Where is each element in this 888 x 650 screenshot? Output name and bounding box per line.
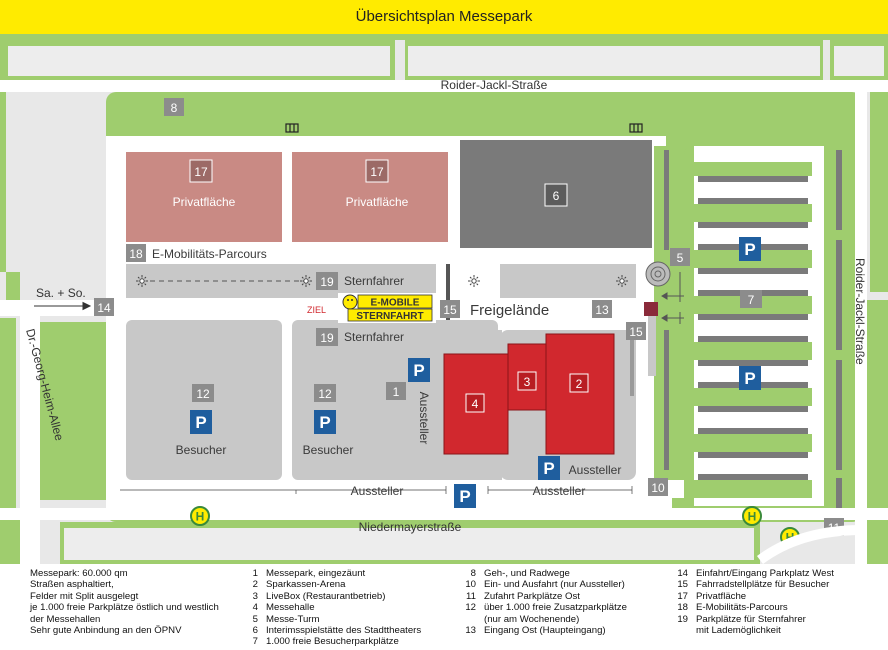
legend-info-line: je 1.000 freie Parkplätze östlich und we… <box>30 602 219 614</box>
privat-label-left: Privatfläche <box>173 195 236 209</box>
ziel-label: ZIEL <box>307 305 326 315</box>
area-19-number-bottom: 19 <box>320 331 334 345</box>
east-entrance-13-number: 13 <box>595 303 609 317</box>
site-map: P H <box>0 34 888 564</box>
emobility-label: E-Mobilitäts-Parcours <box>152 247 267 261</box>
area-12-number-left: 12 <box>196 387 210 401</box>
road-14-number: 14 <box>97 301 111 315</box>
besucher-label-left: Besucher <box>176 443 227 457</box>
legend-info-line: der Messehallen <box>30 613 101 625</box>
bike-parking-15-number: 15 <box>629 325 643 339</box>
street-bottom-label: Niedermayerstraße <box>359 520 462 534</box>
area-6-number: 6 <box>553 189 560 203</box>
sternfahrer-label-top: Sternfahrer <box>344 274 404 288</box>
sternfahrer-label-bottom: Sternfahrer <box>344 330 404 344</box>
area-17-number-left: 17 <box>194 165 208 179</box>
title-bar: Übersichtsplan Messepark <box>0 0 888 34</box>
aussteller-label-vertical: Aussteller <box>417 392 431 445</box>
besucher-label-mid: Besucher <box>303 443 354 457</box>
area-12-number-mid: 12 <box>318 387 332 401</box>
gate-15-number: 15 <box>443 303 457 317</box>
freigelaende-label: Freigelände <box>470 302 549 319</box>
e-mobile-sternfahrt-logo: E-MOBILE STERNFAHRT <box>338 293 436 323</box>
tower-5-number: 5 <box>677 251 684 265</box>
legend-info-line: Sehr gute Anbindung an den ÖPNV <box>30 625 182 637</box>
logo-line2: STERNFAHRT <box>356 311 423 322</box>
area-18-number: 18 <box>129 247 143 261</box>
parking-row-group <box>684 162 812 498</box>
logo-line1: E-MOBILE <box>371 298 420 309</box>
legend-info-line: Messepark: 60.000 qm <box>30 568 128 579</box>
left-arrow-label: Sa. + So. <box>36 286 86 300</box>
aussteller-label-right: Aussteller <box>569 463 622 477</box>
legend-info-line: Straßen asphaltiert, <box>30 579 114 591</box>
street-top-label: Roider-Jackl-Straße <box>441 78 548 92</box>
street-right-label: Roider-Jackl-Straße <box>853 258 867 365</box>
aussteller-label-bottom-right: Aussteller <box>533 484 586 498</box>
page-title: Übersichtsplan Messepark <box>355 8 533 25</box>
area-19-number-top: 19 <box>320 275 334 289</box>
messepark-1-number: 1 <box>393 385 400 399</box>
road-8-label: 8 <box>171 101 178 115</box>
parking-7-number: 7 <box>748 293 755 307</box>
aussteller-label-bottom-left: Aussteller <box>351 484 404 498</box>
legend-info-line: Felder mit Split ausgelegt <box>30 590 139 602</box>
hall-3-number: 3 <box>524 375 531 389</box>
privat-label-right: Privatfläche <box>346 195 409 209</box>
hall-2-number: 2 <box>576 377 583 391</box>
area-17-number-right: 17 <box>370 165 384 179</box>
entry-10-number: 10 <box>651 481 665 495</box>
hall-4-number: 4 <box>472 397 479 411</box>
legend-info: Messepark: 60.000 qm Straßen asphaltiert… <box>30 568 219 636</box>
roads <box>0 80 888 564</box>
